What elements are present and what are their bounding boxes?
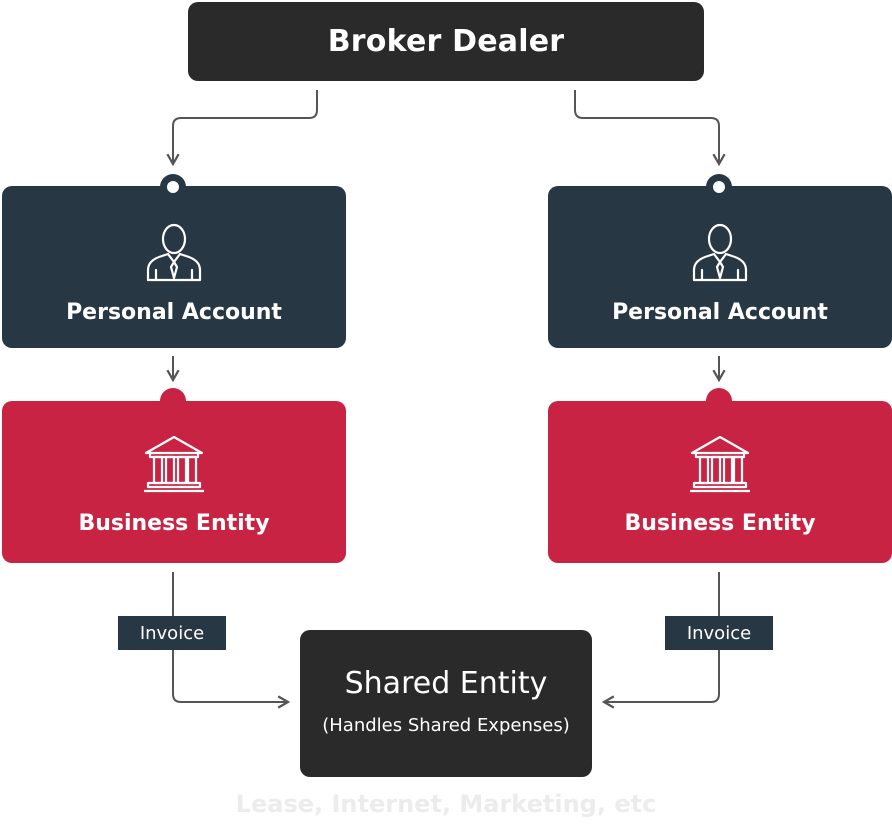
connector-dot xyxy=(160,388,186,414)
edge-broker-to-left-personal xyxy=(166,90,318,167)
bank-building-icon xyxy=(690,435,750,493)
business-entity-label: Business Entity xyxy=(78,511,270,536)
personal-account-label: Personal Account xyxy=(66,300,282,325)
edge-right-business-to-shared xyxy=(601,572,720,709)
bank-building-icon xyxy=(144,435,204,493)
broker-dealer-label: Broker Dealer xyxy=(327,24,565,59)
expenses-footnote: Lease, Internet, Marketing, etc xyxy=(235,790,657,818)
personal-account-node-left: Personal Account xyxy=(2,174,346,348)
personal-account-label: Personal Account xyxy=(612,300,828,325)
shared-entity-subtitle: (Handles Shared Expenses) xyxy=(322,715,570,736)
business-entity-node-left: Business Entity xyxy=(2,388,346,563)
shared-entity-title: Shared Entity xyxy=(344,666,548,701)
broker-dealer-node: Broker Dealer xyxy=(188,2,704,81)
business-entity-node-right: Business Entity xyxy=(548,388,892,563)
shared-entity-node: Shared Entity (Handles Shared Expenses) xyxy=(300,630,592,777)
edge-left-business-to-shared xyxy=(172,572,291,709)
connector-dot xyxy=(706,174,732,200)
connector-dot xyxy=(160,174,186,200)
personal-account-node-right: Personal Account xyxy=(548,174,892,348)
connector-dot xyxy=(706,388,732,414)
edge-broker-to-right-personal xyxy=(574,90,726,167)
businessman-icon xyxy=(692,223,748,282)
invoice-label-right: Invoice xyxy=(665,616,773,650)
business-entity-label: Business Entity xyxy=(624,511,816,536)
invoice-label-left: Invoice xyxy=(118,616,226,650)
businessman-icon xyxy=(146,223,202,282)
